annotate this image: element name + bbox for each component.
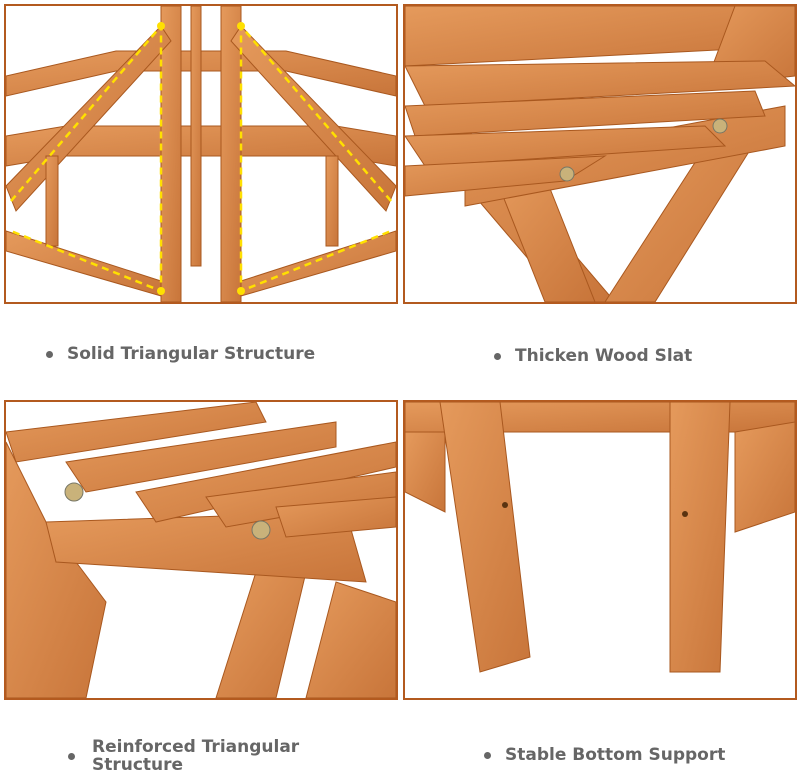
- photo-solid-triangular-structure: [4, 4, 398, 304]
- caption-text: Stable Bottom Support: [505, 745, 726, 765]
- feature-caption-stable-bottom-support: Stable Bottom Support: [484, 746, 725, 764]
- caption-text: Thicken Wood Slat: [515, 346, 693, 366]
- bullet-icon: [46, 350, 53, 358]
- bullet-icon: [494, 352, 501, 360]
- feature-caption-thicken-wood-slat: Thicken Wood Slat: [494, 347, 692, 365]
- caption-text: Solid Triangular Structure: [67, 344, 316, 364]
- bullet-icon: [68, 752, 75, 760]
- photo-thicken-wood-slat: [403, 4, 797, 304]
- photo-stable-bottom-support: [403, 400, 797, 700]
- photo-reinforced-triangular-structure: [4, 400, 398, 700]
- feature-caption-solid-triangular: Solid Triangular Structure: [46, 345, 315, 363]
- bullet-icon: [484, 751, 491, 759]
